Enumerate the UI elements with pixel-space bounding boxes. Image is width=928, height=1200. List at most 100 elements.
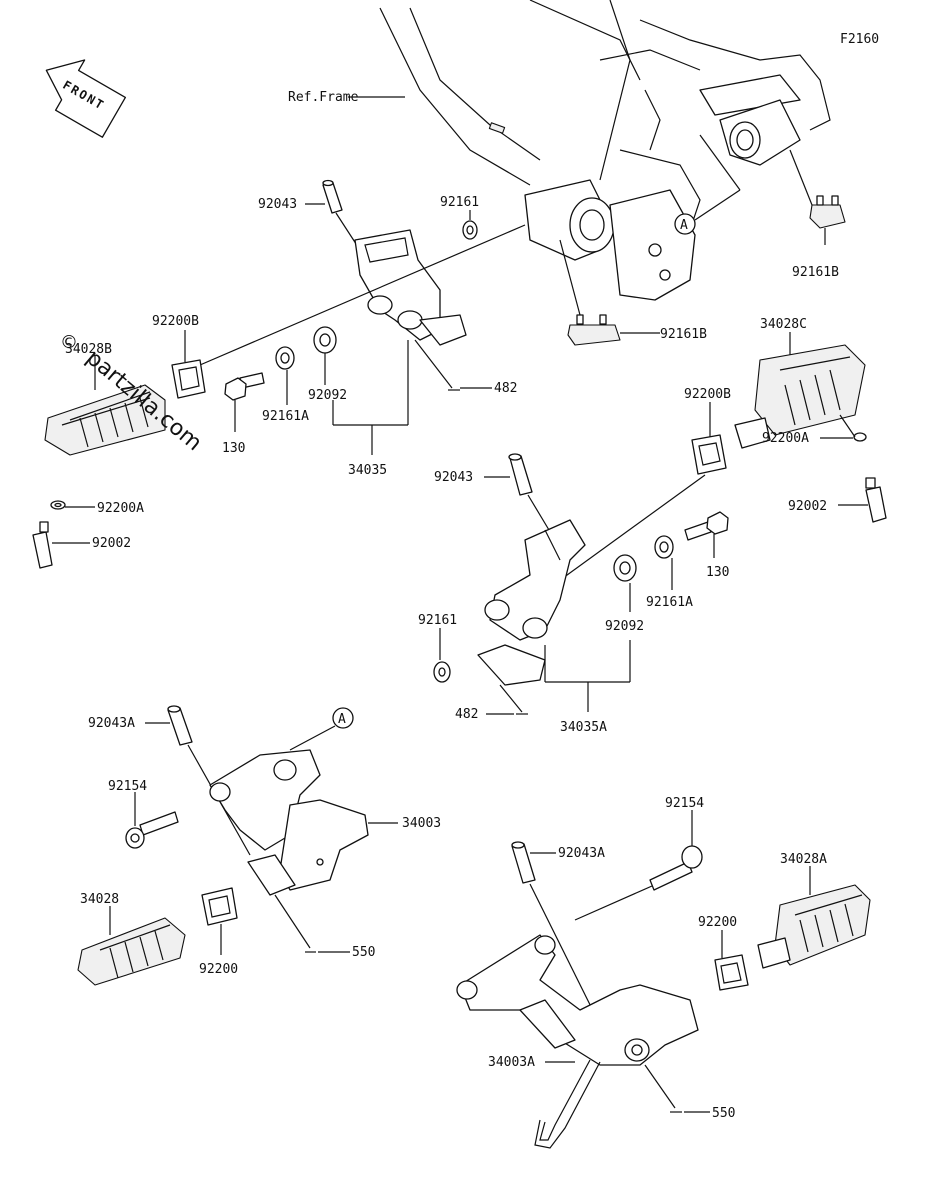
callout-34028C: 34028C (760, 317, 807, 355)
svg-text:92043A: 92043A (88, 716, 135, 731)
svg-text:92161A: 92161A (262, 409, 309, 424)
callout-34035A: 34035A (544, 640, 631, 735)
callout-550-left: 550 (318, 945, 375, 960)
frame-reference (379, 0, 831, 301)
bolt-92154-right (649, 845, 703, 891)
callout-92161A-left: 92161A (262, 370, 309, 424)
rubber-pad-92161B-middle (559, 239, 621, 346)
callout-34003: 34003 (368, 816, 441, 831)
callout-482-left: 482 (460, 381, 517, 396)
callout-92161-right: 92161 (418, 613, 457, 660)
callout-92002-right: 92002 (788, 499, 868, 514)
reference-marker-a-bottom: A (289, 707, 354, 751)
watermark-symbol: © (60, 332, 78, 353)
svg-text:550: 550 (352, 945, 375, 960)
svg-text:A: A (680, 218, 688, 233)
pin-92043-right (508, 453, 556, 541)
callout-92200-right: 92200 (698, 915, 737, 958)
pin-92043A-right (511, 841, 611, 1046)
footpeg-34028C (734, 344, 866, 449)
callout-92002-left: 92002 (52, 536, 131, 551)
footpeg-34028B (44, 384, 166, 456)
callout-34035: 34035 (332, 340, 409, 478)
svg-text:92200B: 92200B (684, 387, 731, 402)
callout-34028B: 34028B (65, 342, 112, 390)
pin-92002-left (32, 521, 53, 569)
bracket-34003 (209, 749, 369, 896)
callout-482-right: 482 (455, 707, 514, 722)
callout-550-right: 550 (684, 1106, 735, 1121)
bushing-92092-left (313, 326, 337, 354)
cotter-550-left (274, 894, 316, 953)
callout-92161-top: 92161 (440, 195, 479, 220)
svg-text:92043: 92043 (258, 197, 297, 212)
washer-92200A-right (853, 432, 867, 442)
svg-text:130: 130 (706, 565, 729, 580)
svg-text:92200B: 92200B (152, 314, 199, 329)
callout-92043A-right: 92043A (530, 846, 605, 861)
svg-text:34028B: 34028B (65, 342, 112, 357)
callout-92161B-middle: 92161B (620, 327, 707, 342)
callout-92092-left: 92092 (308, 353, 347, 403)
callout-92092-right: 92092 (605, 583, 644, 634)
pad-92200B-right (691, 434, 727, 475)
washer-92200A-left (50, 500, 66, 510)
pad-92200-left (201, 887, 238, 926)
bushing-92092-right (613, 554, 637, 582)
callout-92200B-left: 92200B (152, 314, 199, 362)
callout-92154-right: 92154 (665, 796, 704, 846)
callout-92154-left: 92154 (108, 779, 147, 826)
svg-text:92161B: 92161B (792, 265, 839, 280)
svg-text:92043: 92043 (434, 470, 473, 485)
svg-text:34028: 34028 (80, 892, 119, 907)
cotter-550-right (644, 1064, 682, 1113)
svg-text:92043A: 92043A (558, 846, 605, 861)
bracket-34003A (456, 934, 699, 1149)
svg-text:92161: 92161 (418, 613, 457, 628)
washer-92161-top (462, 220, 478, 240)
svg-text:34035: 34035 (348, 463, 387, 478)
svg-text:34028C: 34028C (760, 317, 807, 332)
callout-92200A-right: 92200A (762, 414, 856, 446)
svg-text:92200: 92200 (199, 962, 238, 977)
svg-text:92200: 92200 (698, 915, 737, 930)
svg-text:34003: 34003 (402, 816, 441, 831)
assembly-axis-line-lower-right (574, 885, 653, 921)
svg-text:482: 482 (455, 707, 478, 722)
svg-text:34003A: 34003A (488, 1055, 535, 1070)
svg-text:92154: 92154 (108, 779, 147, 794)
figure-code: F2160 (840, 32, 879, 47)
callout-92161A-right: 92161A (646, 558, 693, 610)
pin-92002-right (865, 477, 887, 523)
footpeg-34028 (77, 917, 186, 986)
svg-text:92161B: 92161B (660, 327, 707, 342)
callout-92161B-right: 92161B (792, 228, 839, 280)
washer-92161A-right (654, 535, 674, 559)
svg-text:92200A: 92200A (762, 431, 809, 446)
svg-text:92092: 92092 (605, 619, 644, 634)
callout-92200B-right: 92200B (684, 387, 731, 437)
svg-text:550: 550 (712, 1106, 735, 1121)
washer-92161-right (433, 661, 451, 683)
bolt-130-left (224, 372, 265, 401)
bracket-34035 (354, 229, 467, 346)
svg-text:92002: 92002 (92, 536, 131, 551)
svg-text:92200A: 92200A (97, 501, 144, 516)
callout-34028: 34028 (80, 892, 119, 935)
pad-92200B-left (171, 359, 206, 399)
svg-text:92161: 92161 (440, 195, 479, 210)
cotter-482-right (499, 684, 528, 715)
assembly-axis-line-left (199, 224, 526, 366)
callout-34028A: 34028A (780, 852, 827, 895)
callout-92200-left: 92200 (199, 924, 238, 977)
bolt-92154-left (125, 811, 179, 849)
callout-34003A: 34003A (488, 1055, 575, 1070)
rubber-pad-92161B-right (789, 149, 846, 229)
bracket-34035A (477, 519, 586, 686)
svg-text:92002: 92002 (788, 499, 827, 514)
cotter-482-left (414, 339, 460, 391)
svg-text:Ref.Frame: Ref.Frame (288, 90, 359, 105)
svg-text:92092: 92092 (308, 388, 347, 403)
svg-text:34035A: 34035A (560, 720, 607, 735)
